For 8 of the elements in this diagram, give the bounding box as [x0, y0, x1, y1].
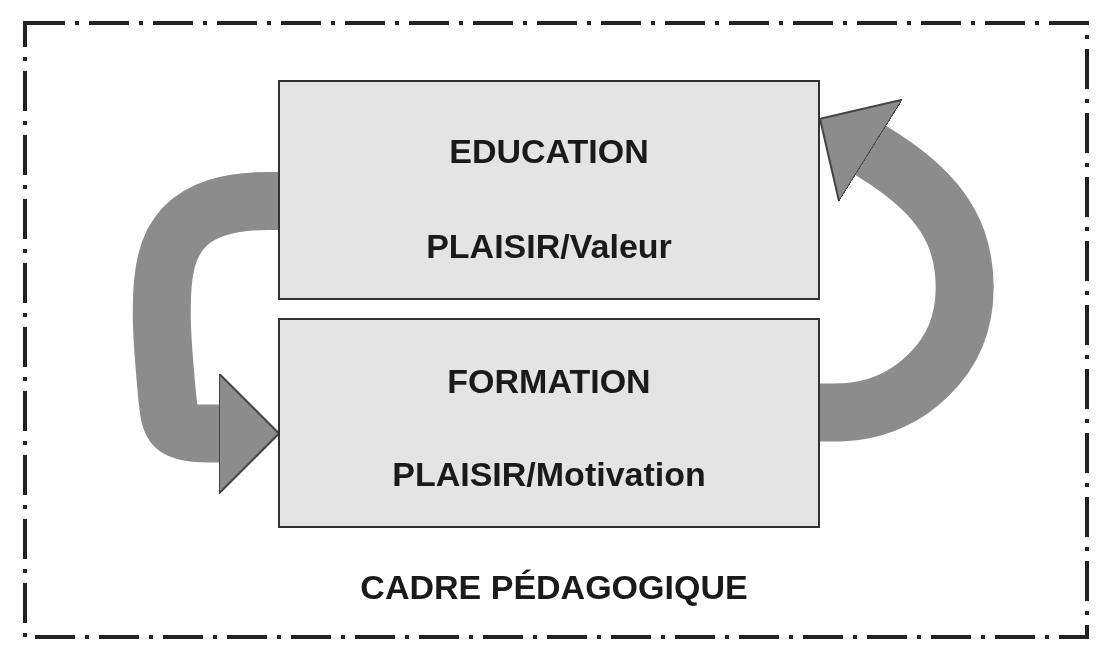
process-box — [278, 318, 820, 528]
box-title: FORMATION — [446, 362, 652, 401]
box-text: PLAISIR/Valeur — [425, 227, 673, 266]
process-box — [278, 80, 820, 300]
box-title: EDUCATION — [448, 132, 650, 171]
frame-title: CADRE PÉDAGOGIQUE — [359, 568, 749, 607]
box-text: PLAISIR/Motivation — [391, 455, 707, 494]
frame — [22, 20, 1090, 640]
